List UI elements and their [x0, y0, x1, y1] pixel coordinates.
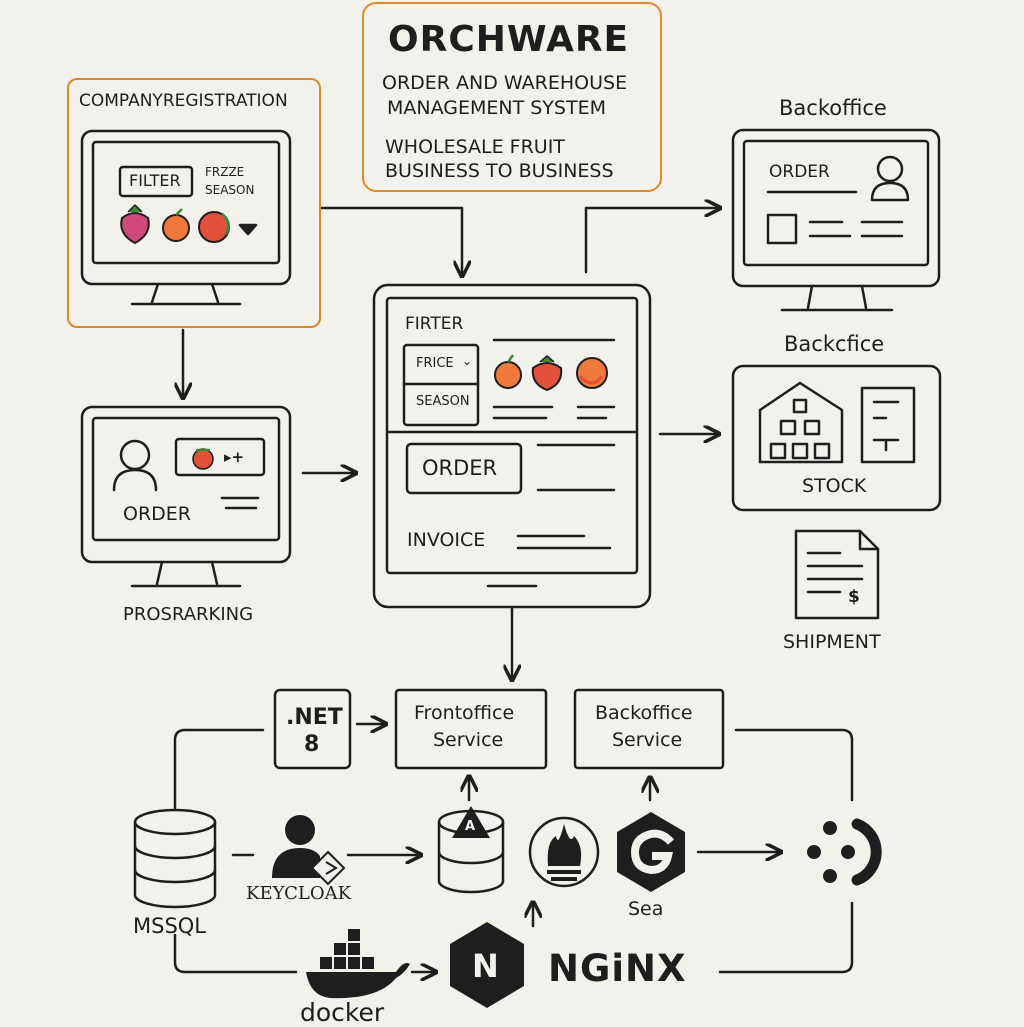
cart-item-box[interactable]: [174, 437, 266, 477]
dotnet-box: [273, 688, 352, 770]
registration-filter-option-1: FRZZE: [205, 165, 245, 179]
order-screen-cart-text: ▸+: [224, 448, 245, 466]
backoffice-lines: [808, 220, 904, 238]
shipment-label: SHIPMENT: [783, 631, 881, 653]
stock-label: STOCK: [802, 475, 867, 497]
tablet-filter-title: FIRTER: [405, 314, 464, 334]
order-lines: [220, 496, 260, 510]
sea-label: Sea: [628, 898, 664, 920]
tablet-season-label[interactable]: SEASON: [416, 394, 470, 409]
app-title: ORCHWARE: [388, 19, 630, 60]
circle-dots-icon: [807, 818, 882, 886]
app-tagline-2: BUSINESS TO BUSINESS: [385, 160, 614, 182]
registration-box: [67, 78, 321, 328]
registration-filter-box[interactable]: [118, 165, 194, 198]
strawberry-icon: [120, 203, 150, 245]
stock-title: Backcfice: [784, 332, 885, 356]
database-icon: [133, 808, 217, 909]
registration-title: COMPANYREGISTRATION: [79, 91, 288, 111]
registration-monitor-icon: [80, 129, 292, 306]
app-subtitle-2: MANAGEMENT SYSTEM: [387, 97, 606, 119]
tablet-order-button-label[interactable]: ORDER: [422, 456, 498, 480]
frontoffice-label-2[interactable]: Service: [433, 729, 504, 751]
registration-filter-label[interactable]: FILTER: [129, 171, 181, 190]
chevron-down-icon[interactable]: ⌄: [462, 354, 473, 368]
gitea-icon: [617, 812, 685, 892]
app-tagline-1: WHOLESALE FRUIT: [385, 136, 565, 158]
backoffice-service-label-2[interactable]: Service: [612, 729, 683, 751]
monitoring-icon: [528, 816, 600, 888]
mssql-label: MSSQL: [133, 914, 207, 938]
backoffice-user-icon: [870, 155, 910, 202]
tablet-fruit-lines: [492, 405, 616, 420]
keycloak-label: KEYCLOAK: [246, 883, 352, 904]
orange-icon: [162, 208, 190, 242]
app-subtitle-1: ORDER AND WAREHOUSE: [382, 72, 628, 94]
tablet-tomato-icon: [576, 357, 608, 389]
backoffice-checkbox[interactable]: [766, 213, 798, 245]
tablet-order-button[interactable]: [405, 442, 523, 495]
dotnet-label-1: .NET: [286, 705, 343, 730]
db-badge-icon: [452, 806, 490, 838]
docker-icon: [306, 929, 410, 999]
flow-arrows: [173, 208, 854, 972]
flame-icon: [547, 824, 582, 881]
cart-fruit-icon: [192, 448, 214, 470]
warehouse-icon: [758, 381, 844, 464]
docker-label: docker: [300, 998, 385, 1027]
nginx-icon: [450, 922, 524, 1008]
registration-filter-option-2: SEASON: [205, 183, 255, 197]
nginx-label: NGiNX: [548, 947, 687, 990]
order-screen-label: ORDER: [123, 503, 191, 525]
tablet-invoice-lines: [516, 534, 612, 550]
shipment-doc-symbol: $: [848, 587, 860, 607]
tablet-invoice-label: INVOICE: [407, 529, 486, 551]
tablet-orange-icon: [494, 354, 522, 389]
document-icon: [794, 529, 880, 620]
frontoffice-label-1[interactable]: Frontoffice: [414, 702, 515, 724]
backoffice-order-label: ORDER: [769, 162, 830, 182]
tablet-order-lines: [536, 443, 616, 492]
chevron-down-icon[interactable]: [238, 223, 258, 236]
tablet-strawberry-icon: [531, 355, 563, 392]
keycloak-icon: [272, 815, 346, 886]
order-screen-caption: PROSRARKING: [123, 604, 254, 625]
tomato-icon: [198, 211, 230, 243]
backoffice-title: Backoffice: [779, 96, 887, 120]
backoffice-service-label-1[interactable]: Backoffice: [595, 702, 693, 724]
dotnet-label-2: 8: [304, 732, 320, 757]
user-icon: [112, 439, 158, 492]
tablet-price-label[interactable]: FRICE: [416, 356, 454, 371]
invoice-icon: [860, 386, 916, 464]
order-monitor-icon: [80, 405, 292, 588]
db-badge-label: A: [465, 819, 476, 834]
title-box: [362, 2, 662, 192]
backoffice-service-box[interactable]: [573, 688, 725, 770]
frontoffice-service-box[interactable]: [394, 688, 548, 770]
stock-panel: [731, 364, 942, 512]
nginx-mark: N: [472, 947, 499, 985]
backoffice-monitor-icon: [731, 128, 941, 312]
